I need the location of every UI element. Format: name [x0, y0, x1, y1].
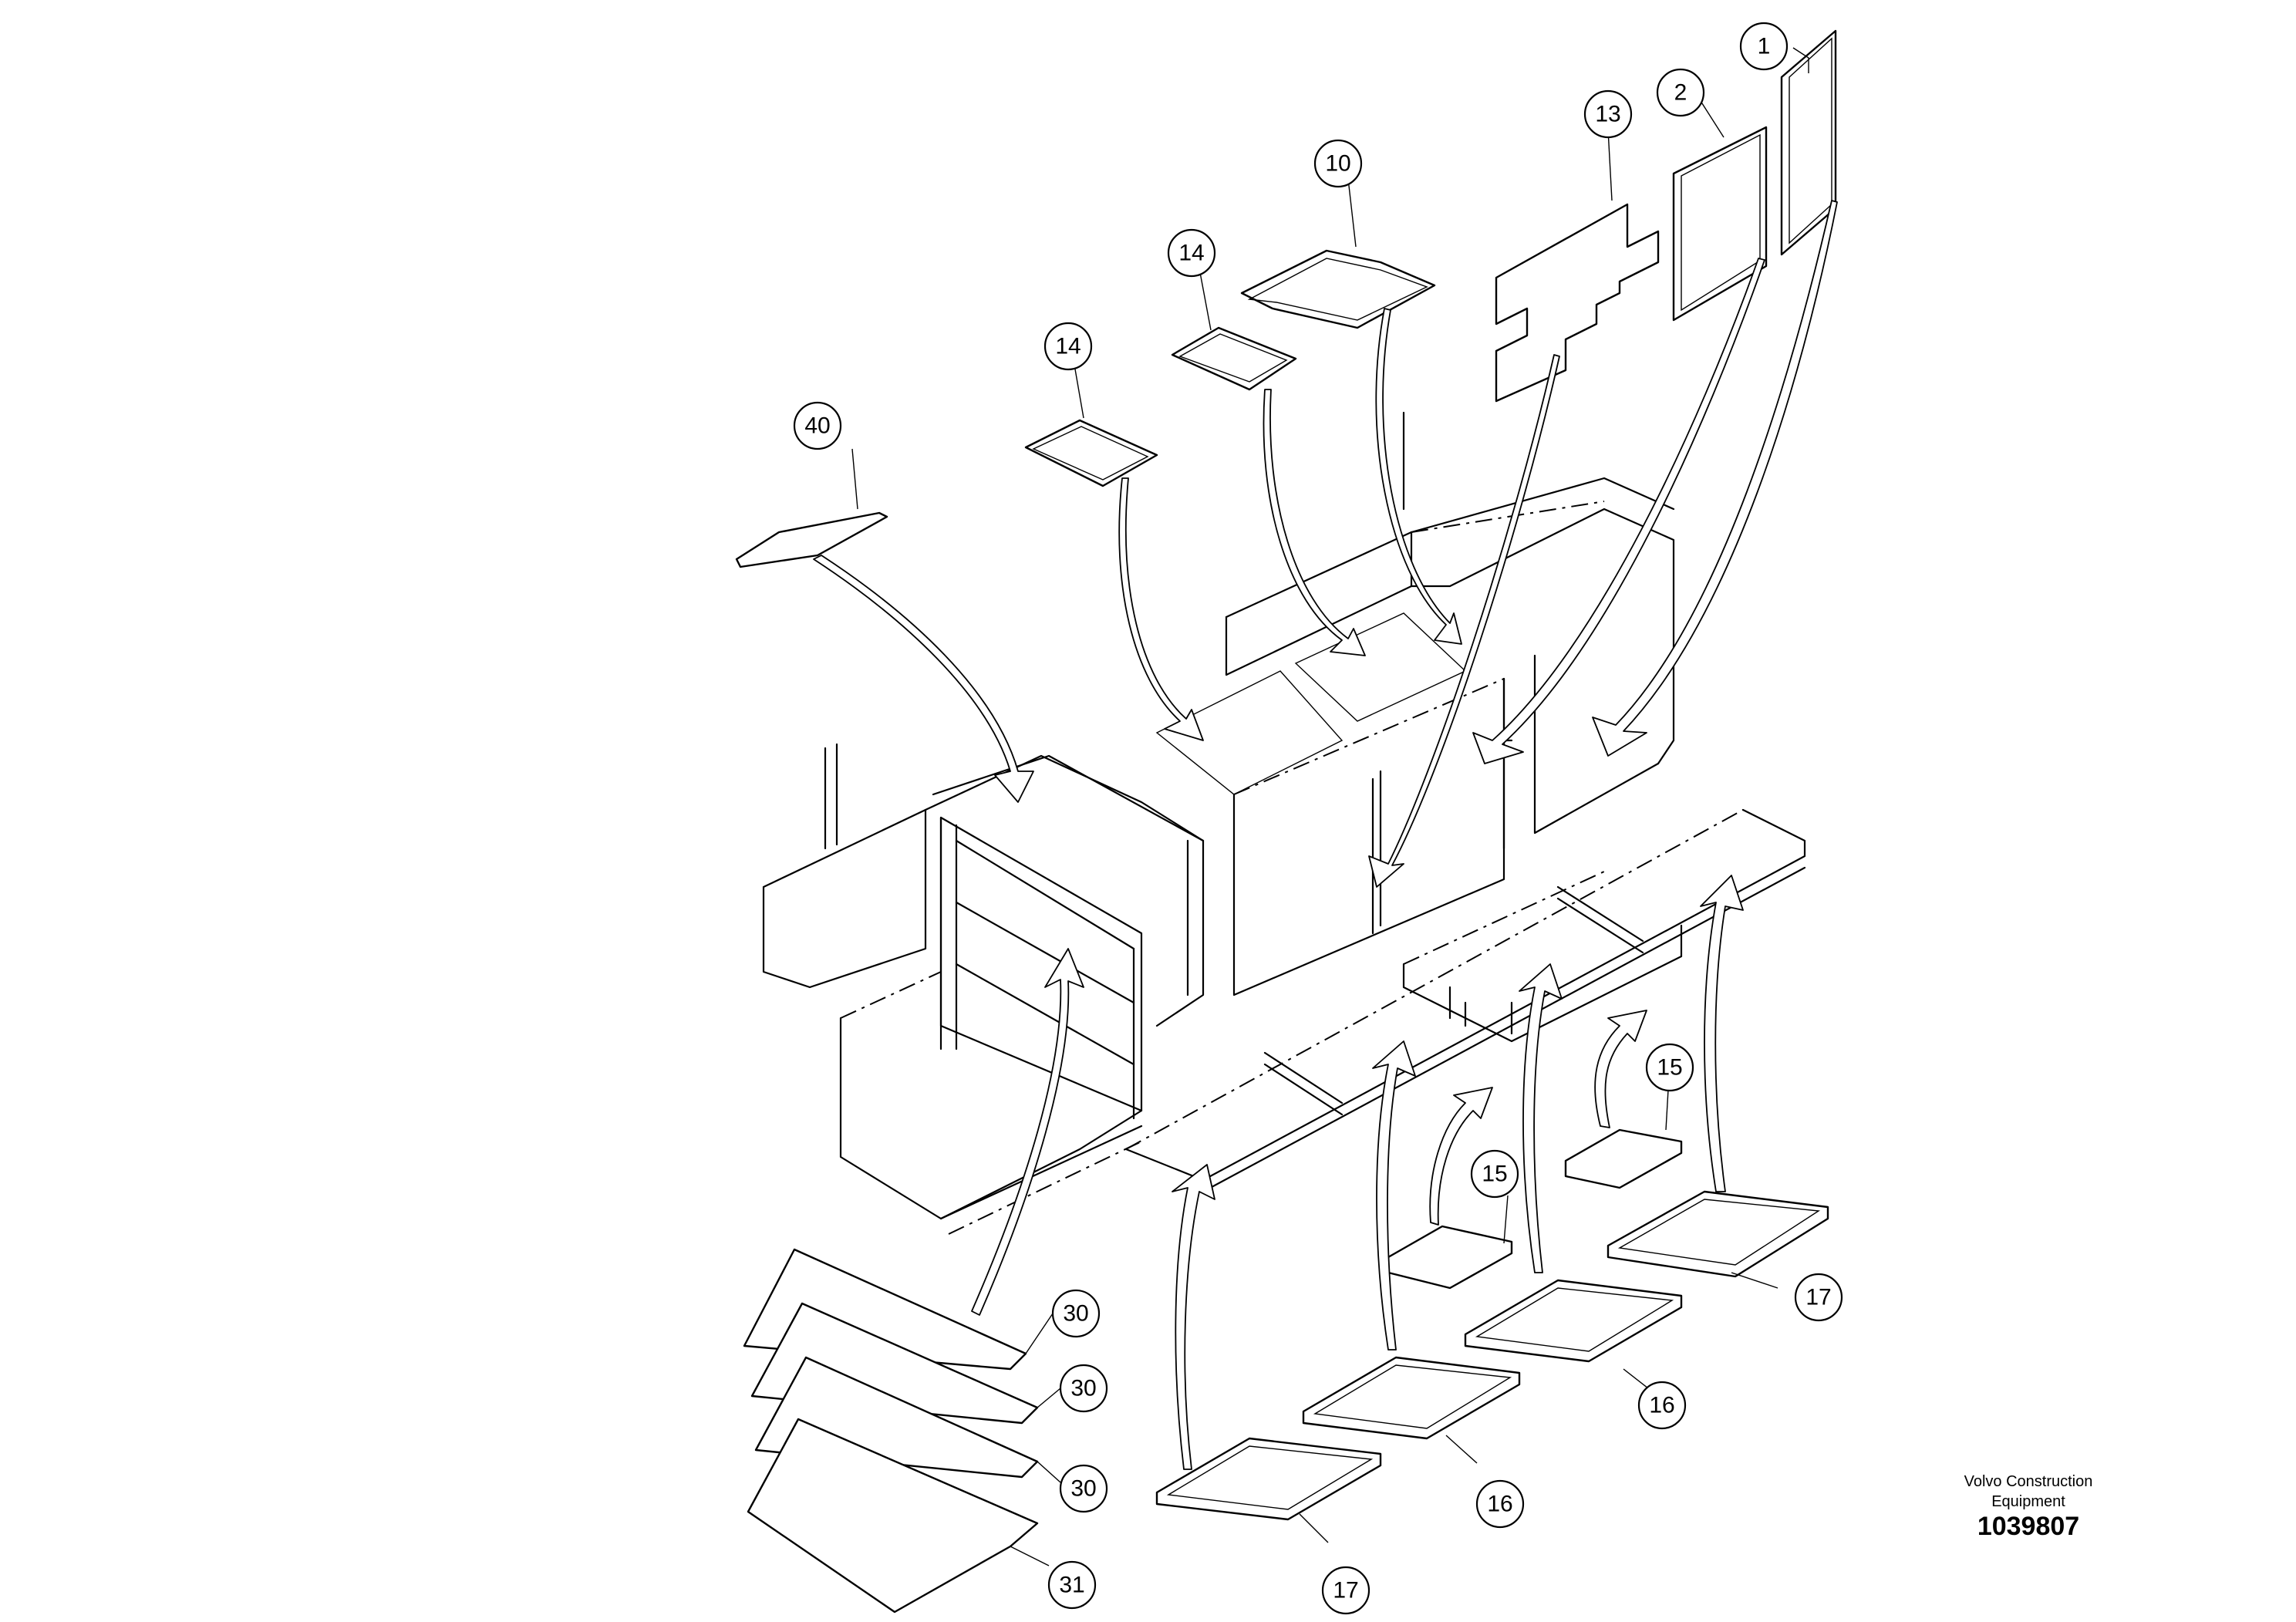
- svg-text:17: 17: [1333, 1578, 1358, 1603]
- svg-text:16: 16: [1649, 1393, 1674, 1418]
- svg-text:10: 10: [1325, 151, 1350, 177]
- callout-17-lower: 17: [1321, 1566, 1371, 1615]
- part-14-upper: [1171, 326, 1297, 391]
- callout-14-lower: 14: [1043, 322, 1093, 371]
- machine-frame: [762, 411, 1806, 1235]
- svg-text:13: 13: [1595, 102, 1620, 127]
- callout-16-lower: 16: [1475, 1479, 1525, 1529]
- part-40: [735, 511, 888, 568]
- part-15-right: [1564, 1128, 1683, 1189]
- callout-30-a: 30: [1051, 1289, 1101, 1338]
- insulation-parts: [735, 29, 1837, 1614]
- brand-caption: Volvo Construction Equipment: [1944, 1472, 2113, 1512]
- part-16-lower: [1302, 1356, 1521, 1440]
- leader-lines: [851, 47, 1809, 1566]
- svg-text:30: 30: [1063, 1301, 1088, 1327]
- svg-text:30: 30: [1070, 1476, 1096, 1502]
- svg-text:31: 31: [1059, 1573, 1084, 1598]
- callout-14-upper: 14: [1167, 228, 1216, 278]
- svg-text:1: 1: [1758, 34, 1771, 59]
- callout-15-left: 15: [1470, 1149, 1519, 1199]
- callout-2: 2: [1656, 68, 1705, 117]
- svg-text:16: 16: [1487, 1492, 1512, 1517]
- part-14-lower: [1024, 419, 1158, 487]
- part-31: [747, 1418, 1039, 1614]
- svg-text:30: 30: [1070, 1376, 1096, 1401]
- callout-17-upper: 17: [1794, 1273, 1843, 1322]
- svg-text:14: 14: [1178, 241, 1204, 266]
- svg-text:14: 14: [1055, 334, 1081, 359]
- svg-text:15: 15: [1482, 1162, 1507, 1187]
- callout-40: 40: [793, 401, 842, 450]
- callout-30-c: 30: [1059, 1464, 1108, 1513]
- part-16-upper: [1464, 1279, 1683, 1363]
- callout-10: 10: [1313, 139, 1363, 188]
- callout-16-upper: 16: [1637, 1381, 1687, 1430]
- callout-31: 31: [1047, 1560, 1097, 1610]
- part-17-upper: [1607, 1190, 1829, 1278]
- svg-text:17: 17: [1805, 1285, 1831, 1310]
- svg-text:40: 40: [804, 413, 830, 439]
- drawing-number: 1039807: [1977, 1512, 2080, 1541]
- svg-text:15: 15: [1657, 1055, 1682, 1081]
- brand-line-1: Volvo Construction: [1964, 1473, 2093, 1490]
- assembly-arrows: [813, 200, 1838, 1470]
- callout-1: 1: [1739, 22, 1789, 71]
- brand-line-2: Equipment: [1991, 1493, 2065, 1510]
- callout-30-b: 30: [1059, 1364, 1108, 1413]
- part-13: [1495, 203, 1660, 403]
- part-15-left: [1387, 1225, 1513, 1290]
- callout-15-right: 15: [1645, 1043, 1694, 1092]
- part-17-lower: [1155, 1437, 1382, 1521]
- svg-text:2: 2: [1674, 80, 1687, 106]
- callout-13: 13: [1583, 89, 1633, 139]
